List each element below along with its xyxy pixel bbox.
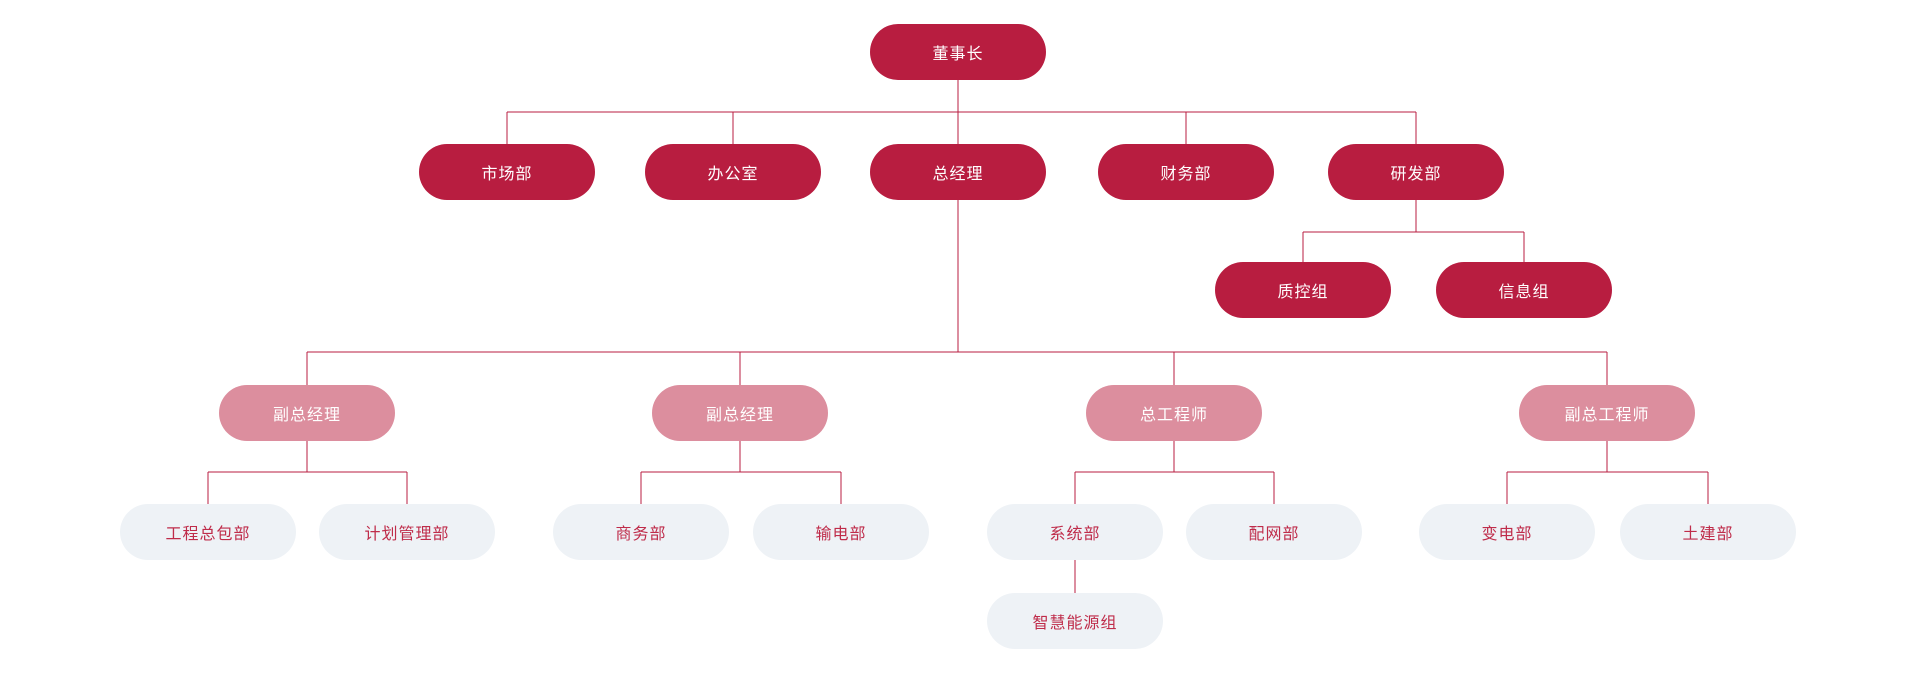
org-node-label: 董事长 [932, 44, 984, 63]
org-node-label: 商务部 [615, 524, 667, 543]
org-node-label: 总工程师 [1139, 405, 1208, 424]
org-node-label: 市场部 [481, 164, 533, 183]
org-node-label: 办公室 [707, 164, 759, 183]
org-node-label: 智慧能源组 [1032, 613, 1118, 632]
org-node-information-group[interactable]: 信息组 [1436, 262, 1612, 318]
org-node-label: 副总经理 [705, 405, 774, 424]
org-node-epc-dept[interactable]: 工程总包部 [120, 504, 296, 560]
org-node-deputy-gm-2[interactable]: 副总经理 [652, 385, 828, 441]
org-node-commerce-dept[interactable]: 商务部 [553, 504, 729, 560]
org-node-label: 土建部 [1682, 524, 1734, 543]
connector-chief-eng-subtree [1074, 441, 1275, 504]
org-node-marketing-dept[interactable]: 市场部 [419, 144, 595, 200]
org-node-label: 变电部 [1481, 524, 1533, 543]
org-node-label: 工程总包部 [165, 524, 251, 543]
org-node-smart-energy-group[interactable]: 智慧能源组 [987, 593, 1163, 649]
org-node-general-manager[interactable]: 总经理 [870, 144, 1046, 200]
org-node-chairman[interactable]: 董事长 [870, 24, 1046, 80]
connector-level3-drops [306, 352, 1608, 385]
org-node-office[interactable]: 办公室 [645, 144, 821, 200]
org-node-label: 输电部 [815, 524, 867, 543]
org-node-civil-dept[interactable]: 土建部 [1620, 504, 1796, 560]
org-node-transmission-dept[interactable]: 输电部 [753, 504, 929, 560]
org-node-label: 质控组 [1277, 282, 1329, 301]
connector-deputy-gm-1-subtree [207, 441, 408, 504]
org-node-label: 研发部 [1390, 164, 1442, 183]
connector-level2-drops [506, 112, 1417, 144]
org-node-systems-dept[interactable]: 系统部 [987, 504, 1163, 560]
connector-deputy-chief-subtree [1506, 441, 1709, 504]
org-node-chief-engineer[interactable]: 总工程师 [1086, 385, 1262, 441]
org-node-distribution-dept[interactable]: 配网部 [1186, 504, 1362, 560]
org-node-label: 副总工程师 [1564, 405, 1650, 424]
connector-rnd-child-drops [1302, 232, 1525, 262]
org-node-label: 信息组 [1498, 282, 1550, 301]
org-node-label: 系统部 [1049, 524, 1101, 543]
org-node-quality-control-group[interactable]: 质控组 [1215, 262, 1391, 318]
org-node-deputy-chief-engineer[interactable]: 副总工程师 [1519, 385, 1695, 441]
connector-deputy-gm-2-subtree [640, 441, 842, 504]
org-node-finance-dept[interactable]: 财务部 [1098, 144, 1274, 200]
org-node-rnd-dept[interactable]: 研发部 [1328, 144, 1504, 200]
org-node-substation-dept[interactable]: 变电部 [1419, 504, 1595, 560]
org-node-label: 计划管理部 [364, 524, 450, 543]
org-node-deputy-gm-1[interactable]: 副总经理 [219, 385, 395, 441]
org-node-label: 总经理 [932, 164, 984, 183]
org-node-label: 配网部 [1248, 524, 1300, 543]
org-node-label: 副总经理 [272, 405, 341, 424]
org-node-planning-dept[interactable]: 计划管理部 [319, 504, 495, 560]
org-node-label: 财务部 [1160, 164, 1212, 183]
